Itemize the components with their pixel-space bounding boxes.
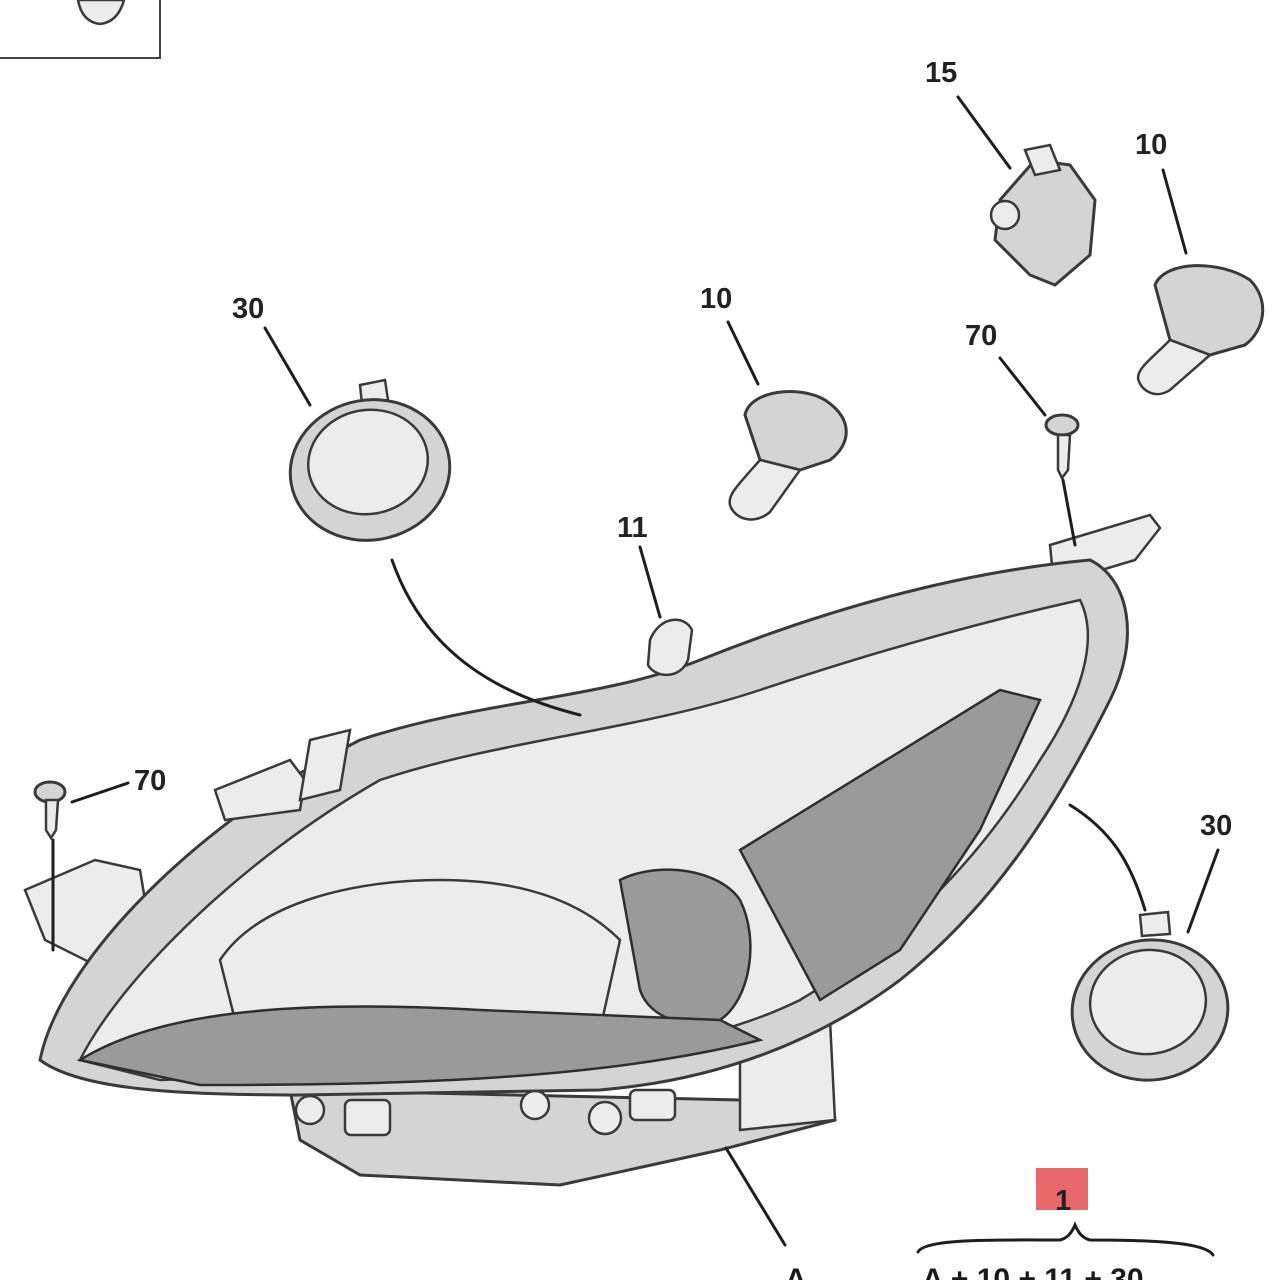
callout-11: 11 bbox=[617, 512, 648, 544]
dust-cap-right bbox=[1070, 910, 1230, 1082]
callout-10-top-right: 10 bbox=[1135, 129, 1167, 161]
small-bulb bbox=[646, 618, 694, 677]
bulb-top-right bbox=[1136, 264, 1265, 396]
assembly-highlight-badge bbox=[1036, 1168, 1088, 1210]
callout-10-center: 10 bbox=[700, 283, 732, 315]
callout-70-left: 70 bbox=[134, 765, 166, 797]
callout-30-left: 30 bbox=[232, 293, 264, 325]
inset-detail-box bbox=[0, 0, 161, 59]
callout-30-right: 30 bbox=[1200, 810, 1232, 842]
assembly-formula: A + 10 + 11 + 30 bbox=[922, 1263, 1144, 1280]
screw-top bbox=[1044, 413, 1080, 481]
bulb-center bbox=[728, 390, 848, 521]
headlamp-housing bbox=[23, 513, 1162, 1187]
leader-lines bbox=[51, 95, 1220, 1257]
callout-assembly-number: 1 bbox=[1055, 1185, 1071, 1217]
callout-assembly-letter: A bbox=[785, 1263, 807, 1280]
callout-70-top: 70 bbox=[965, 320, 997, 352]
motor-module bbox=[989, 143, 1097, 287]
callout-15: 15 bbox=[925, 57, 957, 89]
screw-left bbox=[33, 780, 67, 841]
dust-cap-left bbox=[288, 378, 452, 542]
